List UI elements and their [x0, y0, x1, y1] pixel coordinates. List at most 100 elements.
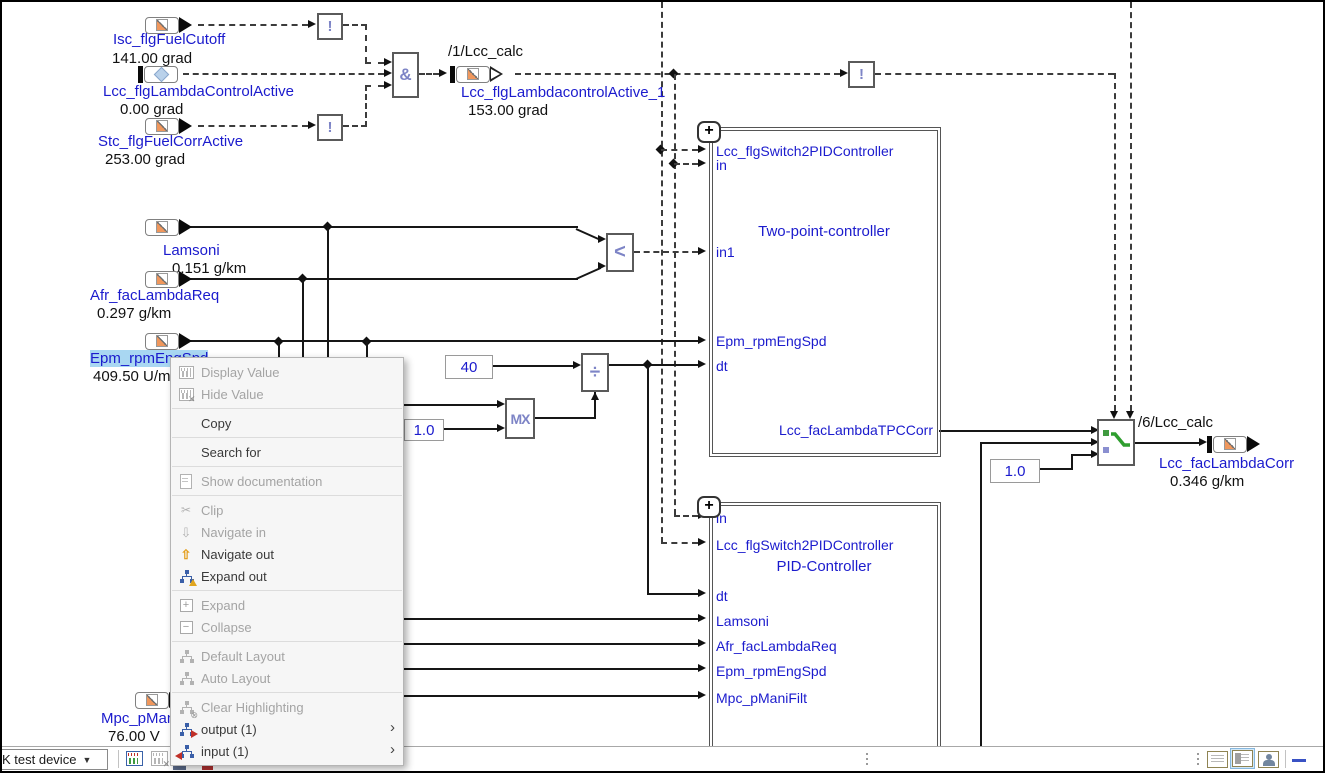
clear-highlighting-icon: ⊗ [171, 700, 201, 719]
minimize-handle[interactable] [1292, 759, 1306, 762]
split-view-button-selected[interactable] [1230, 748, 1255, 769]
signal-triangle-icon [146, 694, 158, 706]
menu-item-navigate-in[interactable]: ⇩ Navigate in [171, 521, 403, 543]
signal-triangle-icon [156, 221, 168, 233]
measurement-signal-icon[interactable] [145, 117, 192, 135]
signal-diamond-icon [153, 66, 169, 82]
wire [661, 542, 698, 544]
menu-item-show-documentation[interactable]: Show documentation [171, 470, 403, 492]
not-operator-block[interactable]: ! [317, 114, 343, 141]
signal-label[interactable]: Lamsoni [163, 242, 220, 259]
signal-label[interactable]: Stc_flgFuelCorrActive [98, 133, 244, 150]
expand-button[interactable] [697, 496, 721, 518]
menu-item-search-for[interactable]: Search for [171, 441, 403, 463]
display-value-toolbar-button[interactable] [126, 751, 143, 766]
measurement-signal-icon[interactable] [145, 332, 192, 350]
menu-item-label: Navigate out [201, 546, 274, 562]
signal-bar-icon [450, 65, 455, 83]
max-operator-block[interactable]: MX [505, 398, 535, 439]
menu-separator [172, 692, 402, 693]
expand-button[interactable] [697, 121, 721, 143]
constant-block[interactable]: 1.0 [990, 459, 1040, 483]
switch-block[interactable] [1097, 419, 1135, 466]
toolbar-icon-partial[interactable] [173, 763, 186, 770]
port-label: Afr_facLambdaReq [716, 638, 837, 654]
divide-glyph: ÷ [589, 361, 601, 383]
menu-item-label: Default Layout [201, 648, 285, 664]
constant-block[interactable]: 40 [445, 355, 493, 379]
arrowhead [1091, 426, 1099, 434]
menu-item-auto-layout[interactable]: Auto Layout [171, 667, 403, 689]
measurement-signal-icon[interactable] [145, 16, 192, 34]
signal-label[interactable]: Lcc_flgLambdaControlActive [103, 83, 294, 100]
toolbar-icon-partial[interactable] [202, 763, 213, 770]
not-operator-block[interactable]: ! [848, 61, 875, 88]
measurement-signal-icon[interactable] [145, 270, 192, 288]
signal-value: 0.297 g/km [97, 305, 172, 322]
wire [187, 340, 698, 342]
signal-label[interactable]: Afr_facLambdaReq [90, 287, 220, 304]
and-operator-block[interactable]: & [392, 52, 419, 98]
menu-item-display-value[interactable]: Display Value [171, 361, 403, 383]
device-selector-dropdown[interactable]: K test device [2, 749, 108, 770]
menu-item-default-layout[interactable]: Default Layout [171, 645, 403, 667]
constant-block[interactable]: 1.0 [404, 419, 444, 441]
menu-item-clear-highlighting[interactable]: ⊗ Clear Highlighting [171, 696, 403, 719]
splitter-handle[interactable] [866, 753, 868, 766]
signal-label[interactable]: Lcc_facLambdaCorr [1159, 455, 1295, 472]
list-view-button[interactable] [1207, 751, 1228, 768]
menu-item-input[interactable]: input (1) [171, 740, 403, 762]
port-label: Lcc_flgSwitch2PIDController [716, 143, 894, 159]
less-than-operator-block[interactable]: < [606, 233, 634, 272]
divide-operator-block[interactable]: ÷ [581, 353, 609, 392]
chevron-down-icon [82, 755, 91, 765]
block-title: Two-point-controller [758, 223, 890, 240]
signal-pill-icon [145, 16, 179, 34]
wire [365, 85, 384, 87]
signal-value: 0.346 g/km [1170, 473, 1245, 490]
arrowhead [384, 69, 392, 77]
signal-pill-icon [135, 691, 169, 709]
user-view-button[interactable] [1258, 751, 1279, 768]
wire [661, 149, 698, 151]
not-glyph: ! [327, 18, 333, 35]
pid-controller-block[interactable] [709, 502, 941, 756]
signal-label[interactable]: Isc_flgFuelCutoff [113, 31, 226, 48]
port-label: Lcc_facLambdaTPCCorr [778, 422, 933, 438]
signal-label[interactable]: Lcc_flgLambdacontrolActive_1 [461, 84, 666, 101]
toolbar-separator [1285, 750, 1286, 768]
arrowhead [840, 69, 848, 77]
wire [365, 24, 367, 63]
document-icon [171, 473, 201, 489]
wire [647, 365, 649, 594]
display-value-icon [171, 365, 201, 379]
menu-item-navigate-out[interactable]: ⇧ Navigate out [171, 543, 403, 565]
input-icon [171, 744, 201, 760]
measurement-signal-icon[interactable] [145, 218, 192, 236]
output-signal-icon[interactable] [450, 65, 503, 83]
menu-item-output[interactable]: output (1) [171, 718, 403, 740]
wire [1130, 2, 1132, 411]
two-point-controller-block[interactable] [709, 127, 941, 457]
wire [419, 73, 439, 75]
splitter-handle[interactable] [1197, 753, 1199, 766]
output-signal-icon[interactable] [1207, 435, 1260, 453]
calculated-signal-icon[interactable] [138, 65, 178, 83]
arrowhead [698, 159, 706, 167]
hide-value-toolbar-button[interactable]: ✕ [151, 751, 170, 769]
wire [535, 417, 596, 419]
menu-item-clip[interactable]: ✂ Clip [171, 499, 403, 521]
menu-item-hide-value[interactable]: ✕ Hide Value [171, 383, 403, 405]
arrowhead [1126, 411, 1134, 419]
signal-pill-icon [145, 117, 179, 135]
arrowhead [698, 247, 706, 255]
menu-item-copy[interactable]: Copy [171, 412, 403, 434]
menu-item-expand-out[interactable]: Expand out [171, 565, 403, 587]
auto-layout-icon [171, 671, 201, 685]
not-operator-block[interactable]: ! [317, 13, 343, 40]
menu-item-expand[interactable]: + Expand [171, 594, 403, 616]
menu-separator [172, 466, 402, 467]
menu-item-collapse[interactable]: − Collapse [171, 616, 403, 638]
wire [366, 404, 497, 406]
less-than-glyph: < [614, 241, 626, 263]
